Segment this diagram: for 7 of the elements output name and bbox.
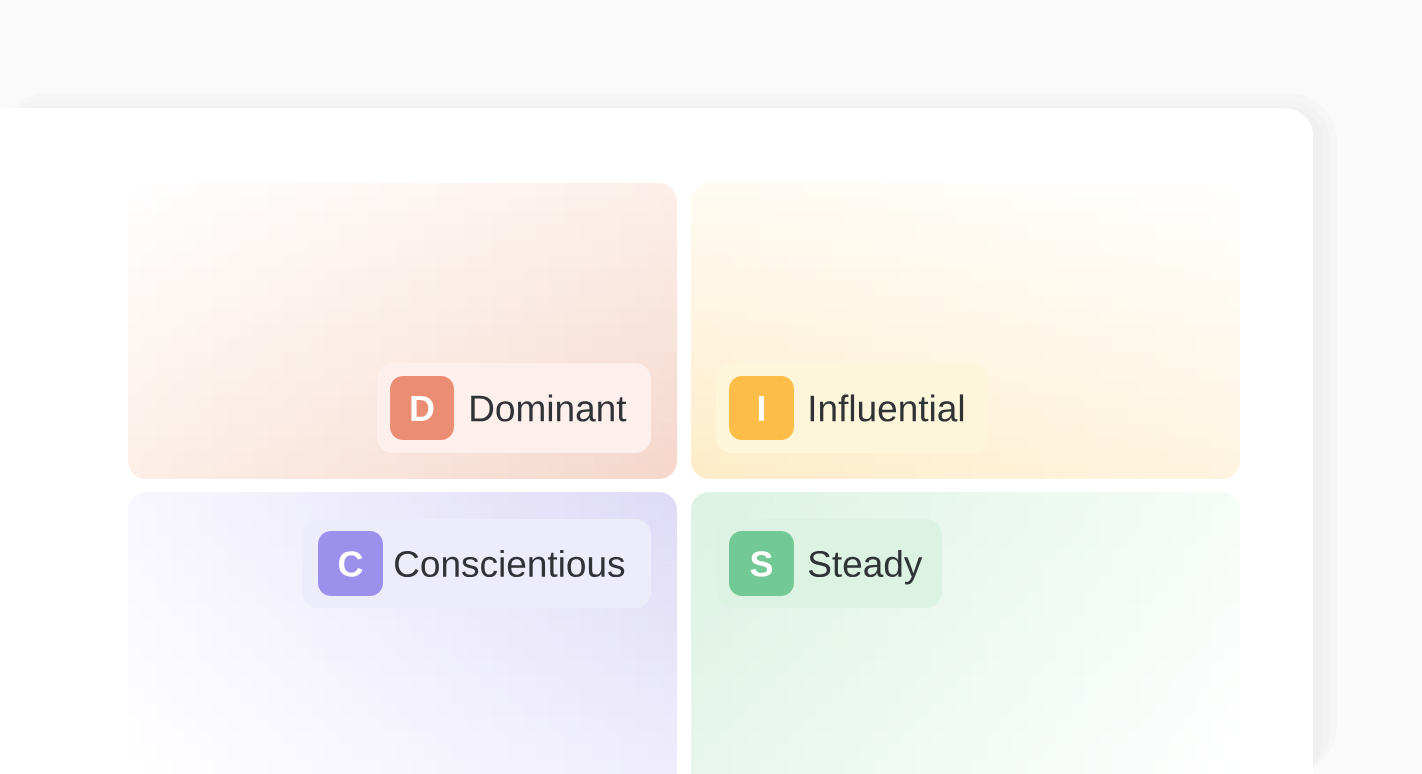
letter-badge: S xyxy=(729,531,794,596)
letter-badge: C xyxy=(318,531,383,596)
letter-badge: D xyxy=(390,376,454,440)
node-label: Conscientious xyxy=(395,549,625,578)
node-label: Influential xyxy=(810,394,964,422)
node-label: Steady xyxy=(808,549,923,585)
letter-badge: I xyxy=(729,376,794,440)
